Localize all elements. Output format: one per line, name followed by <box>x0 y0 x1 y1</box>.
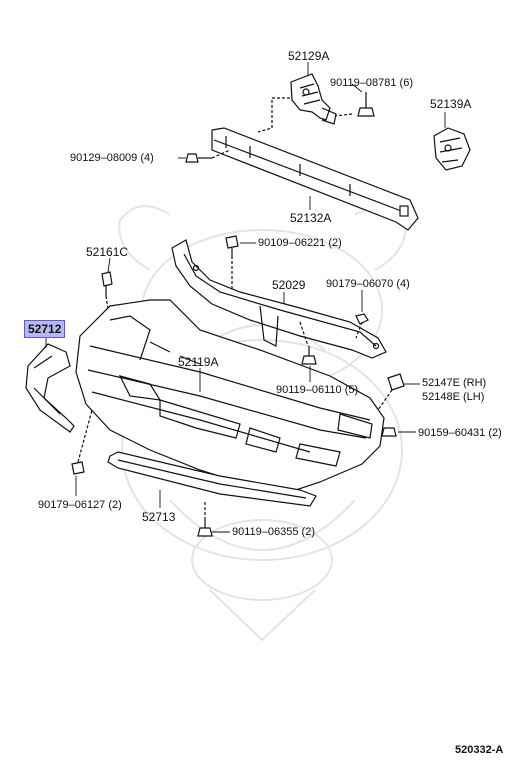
line-art <box>25 62 471 537</box>
part-label-52129a[interactable]: 52129A <box>288 49 330 63</box>
part-label-52161c[interactable]: 52161C <box>86 245 129 259</box>
highlighted-part-label-52712[interactable]: 52712 <box>24 320 66 338</box>
spoiler-52713 <box>107 451 317 507</box>
molding-52712 <box>25 343 75 433</box>
part-label-52147e[interactable]: 52147E (RH) <box>422 377 487 389</box>
part-label-90119-08781[interactable]: 90119–08781 (6) <box>330 77 413 89</box>
part-label-90179-06070[interactable]: 90179–06070 (4) <box>326 278 410 290</box>
screw-90119-06355 <box>197 520 213 537</box>
part-label-90159-60431[interactable]: 90159–60431 (2) <box>418 427 502 439</box>
part-label-90109-06221[interactable]: 90109–06221 (2) <box>258 237 342 249</box>
part-label-90119-06110[interactable]: 90119–06110 (5) <box>276 384 359 396</box>
clip-52161c <box>101 271 113 296</box>
part-label-52713[interactable]: 52713 <box>142 510 176 524</box>
bracket-52129a <box>290 73 337 125</box>
bracket-52139a <box>433 127 471 171</box>
screw-90159-60431 <box>381 427 397 437</box>
part-label-52148e[interactable]: 52148E (LH) <box>422 391 485 403</box>
bolt-90129-08009 <box>185 153 212 163</box>
part-label-52119a[interactable]: 52119A <box>178 355 219 369</box>
part-label-90119-06355[interactable]: 90119–06355 (2) <box>232 526 315 538</box>
bolt-90119-08781 <box>357 92 375 117</box>
part-label-52029[interactable]: 52029 <box>272 278 306 292</box>
bumper-cover-52119a <box>75 299 385 493</box>
leader-lines <box>45 62 446 533</box>
support-52029 <box>171 239 387 359</box>
nut-90179-06127 <box>71 461 85 475</box>
reinforcement-52132a <box>211 127 419 231</box>
part-label-90179-06127[interactable]: 90179–06127 (2) <box>38 499 122 511</box>
clip-90109-06221 <box>225 235 239 256</box>
nut-90179-06070 <box>355 313 369 325</box>
bolt-90119-06110 <box>301 346 317 365</box>
part-label-52132a[interactable]: 52132A <box>290 211 332 225</box>
diagram-code: 520332-A <box>455 744 504 756</box>
part-label-90129-08009[interactable]: 90129–08009 (4) <box>70 152 154 164</box>
part-label-52139a[interactable]: 52139A <box>430 97 472 111</box>
retainer-52147e <box>387 373 405 391</box>
